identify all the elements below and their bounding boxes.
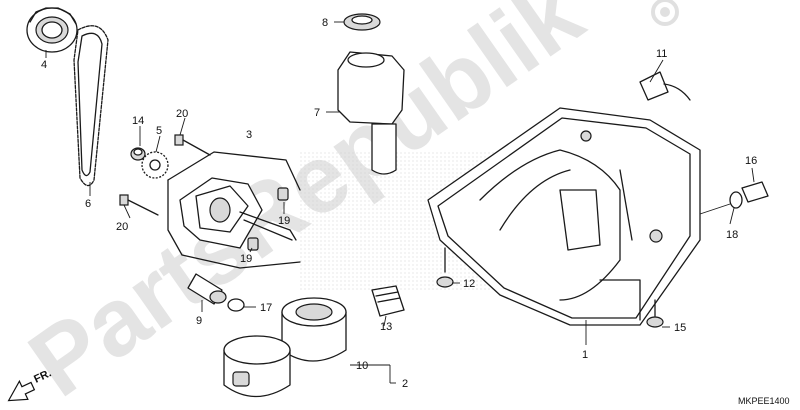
- pan-bolt-lower-part: [646, 299, 664, 328]
- callout-19-upper: 19: [278, 215, 290, 227]
- pipe-part: [187, 273, 227, 305]
- washer-part: [729, 191, 743, 209]
- leader-lines: [45, 21, 755, 384]
- callout-20-upper: 20: [176, 108, 188, 120]
- filter-bolt-part: [371, 285, 405, 317]
- front-arrow-icon: [7, 379, 36, 402]
- callout-7: 7: [314, 107, 320, 119]
- callout-1: 1: [582, 349, 588, 361]
- callout-4: 4: [41, 59, 47, 71]
- pump-gear-part: [141, 151, 169, 179]
- callout-19-lower: 19: [240, 253, 252, 265]
- bolt-upper-part: [174, 134, 211, 156]
- drain-bolt-part: [741, 181, 769, 203]
- callout-6: 6: [85, 198, 91, 210]
- bolt-lower-part: [119, 194, 159, 216]
- callout-8: 8: [322, 17, 328, 29]
- o-ring-part: [227, 298, 245, 312]
- callout-5: 5: [156, 125, 162, 137]
- drive-chain-part: [73, 25, 109, 187]
- oil-pan-part: [427, 107, 701, 326]
- callout-20-lower: 20: [116, 221, 128, 233]
- callout-11: 11: [656, 48, 667, 60]
- callout-13: 13: [380, 321, 392, 333]
- oil-filter-part: [223, 297, 347, 398]
- collar-part: [130, 147, 146, 161]
- callout-17: 17: [260, 302, 272, 314]
- callout-14: 14: [132, 115, 144, 127]
- gear-watermark-icon: [651, 0, 679, 26]
- diagram-code: MKPEE1400: [738, 396, 790, 406]
- callout-2: 2: [402, 378, 408, 390]
- sprocket-ring-part: [26, 7, 78, 53]
- pan-bolt-part: [436, 247, 454, 288]
- callout-16: 16: [745, 155, 757, 167]
- callout-3: 3: [246, 129, 252, 141]
- callout-18: 18: [726, 229, 738, 241]
- oil-strainer-part: [337, 51, 405, 175]
- bracket-part: [639, 71, 691, 101]
- callout-15: 15: [674, 322, 686, 334]
- oil-pump-part: [167, 151, 301, 269]
- callout-12: 12: [463, 278, 475, 290]
- seal-part: [343, 13, 381, 31]
- callout-9: 9: [196, 315, 202, 327]
- callout-10: 10: [356, 360, 368, 372]
